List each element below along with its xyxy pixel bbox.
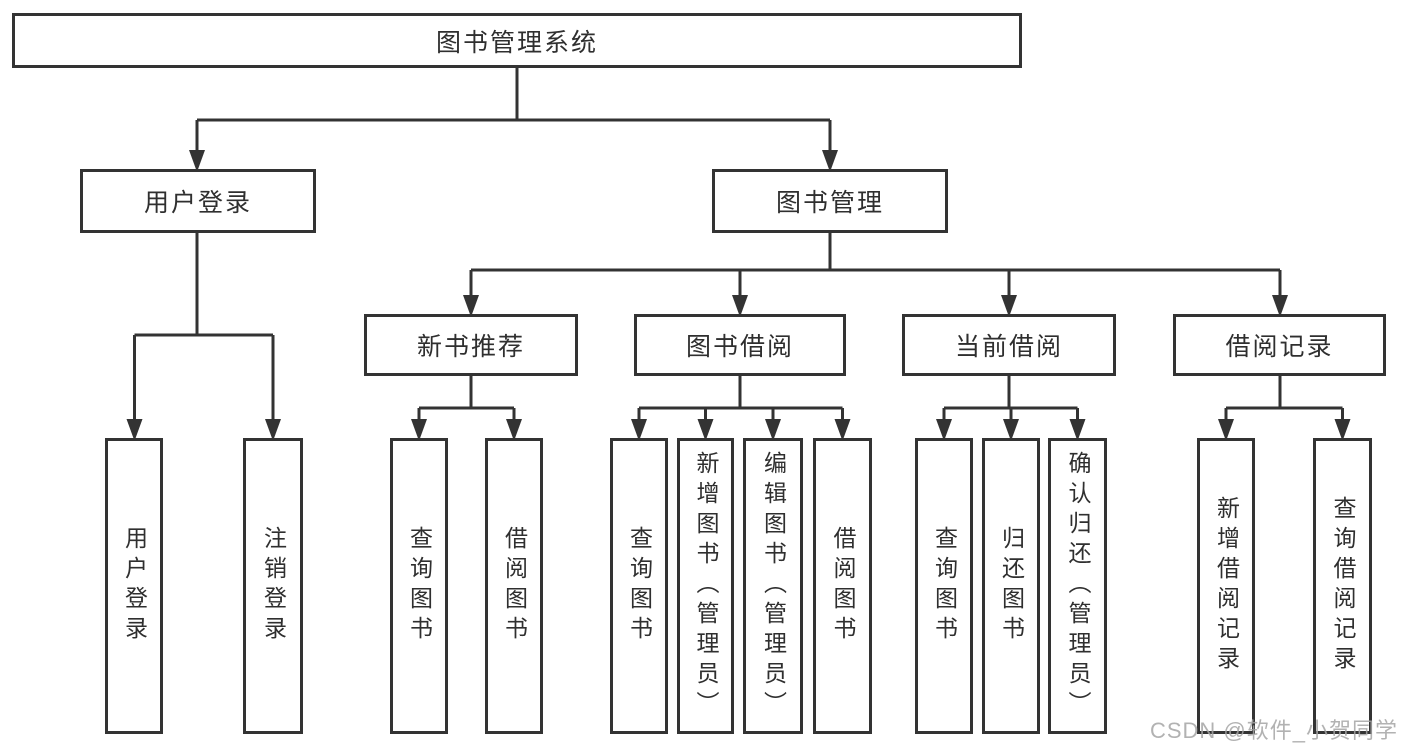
node-add-books-admin: 新增图书（管理员） [677,438,734,734]
node-user-login: 用户登录 [80,169,316,233]
node-book-borrowing: 图书借阅 [634,314,846,376]
node-user-login-leaf: 用户登录 [105,438,163,734]
node-borrow-books-recommend: 借阅图书 [485,438,543,734]
node-new-book-recommendation: 新书推荐 [364,314,578,376]
node-query-books-recommend: 查询图书 [390,438,448,734]
node-query-books-current: 查询图书 [915,438,973,734]
connector-lines [133,68,1344,420]
node-query-books-borrowing: 查询图书 [610,438,668,734]
node-current-borrowing: 当前借阅 [902,314,1116,376]
node-confirm-return-admin: 确认归还（管理员） [1048,438,1107,734]
node-return-books: 归还图书 [982,438,1040,734]
node-borrow-books-borrowing: 借阅图书 [813,438,872,734]
node-add-borrow-record: 新增借阅记录 [1197,438,1255,734]
node-query-borrow-record: 查询借阅记录 [1313,438,1372,734]
node-library-management-system: 图书管理系统 [12,13,1022,68]
node-borrowing-records: 借阅记录 [1173,314,1386,376]
node-book-management: 图书管理 [712,169,948,233]
node-edit-books-admin: 编辑图书（管理员） [743,438,803,734]
csdn-watermark: CSDN @软件_小贺同学 [1149,718,1398,743]
node-logout: 注销登录 [243,438,303,734]
arrowhead-icons [126,150,1351,441]
